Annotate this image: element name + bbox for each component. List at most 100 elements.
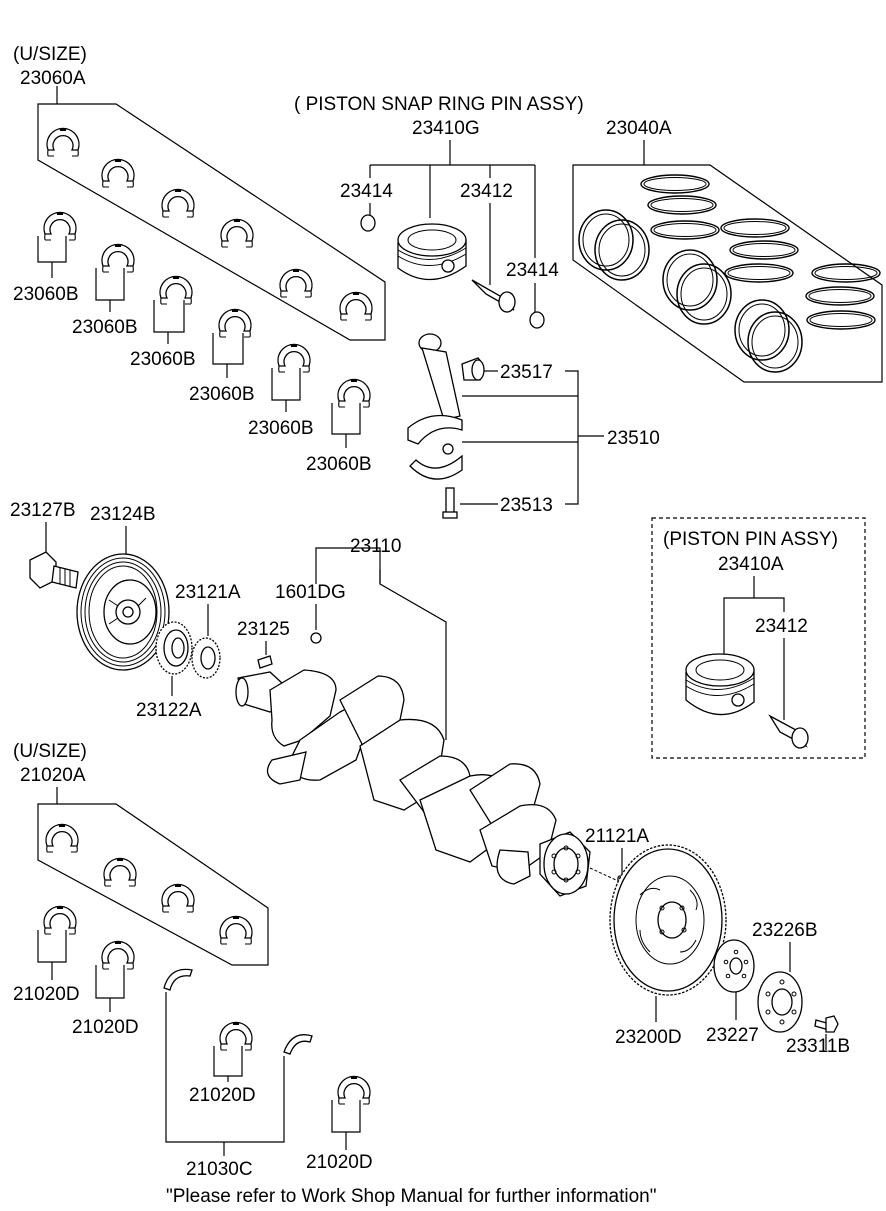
piston-icon <box>397 223 467 281</box>
part-23412-label: 23412 <box>460 181 513 202</box>
bearing-shells-23060B <box>37 211 371 448</box>
part-21020D-label: 21020D <box>72 1017 139 1038</box>
bearing-shell-icon <box>218 308 252 338</box>
piston-assy-leaders <box>369 140 536 312</box>
piston-ring-icon <box>662 249 718 311</box>
part-23060B-label: 23060B <box>130 349 196 370</box>
key-icon <box>257 655 273 669</box>
rod-bearing-icon <box>461 357 485 381</box>
part-1601DG-label: 1601DG <box>275 582 346 603</box>
part-23414-label: 23414 <box>340 181 393 202</box>
bearing-shell-icon <box>159 275 193 305</box>
bearing-shell-icon <box>219 915 253 945</box>
piston-ring-icon <box>734 299 790 361</box>
footer-note: "Please refer to Work Shop Manual for fu… <box>166 1186 656 1207</box>
piston-snap-ring-title: ( PISTON SNAP RING PIN ASSY) <box>294 94 584 115</box>
piston-ring-icon <box>720 218 790 238</box>
flywheel-icon <box>609 844 727 996</box>
part-23060B-label: 23060B <box>72 317 138 338</box>
thrust-washer-icon <box>163 968 313 1055</box>
bearing-shell-icon <box>337 1075 371 1105</box>
bearing-shell-icon <box>101 243 135 273</box>
piston-ring-icon <box>729 240 799 260</box>
piston-pin-icon <box>471 279 516 313</box>
part-23060A-label: 23060A <box>20 68 86 89</box>
piston-ring-icon <box>650 220 720 240</box>
part-21020D-label: 21020D <box>13 984 80 1005</box>
piston-ring-icon <box>594 219 650 281</box>
con-rod-leaders <box>460 370 604 505</box>
bearing-shell-icon <box>45 823 79 853</box>
plug-icon <box>310 632 322 644</box>
part-21121A-label: 21121A <box>585 826 649 847</box>
piston-ring-icon <box>647 195 717 215</box>
piston-pin-icon <box>768 714 809 749</box>
reinforcement-plate-icon <box>757 971 803 1033</box>
bearing-set-21020A <box>37 803 269 966</box>
connecting-rod-icon <box>407 333 463 480</box>
crankshaft-icon <box>235 669 591 897</box>
rod-bolt-icon <box>442 487 458 519</box>
part-23040A-label: 23040A <box>606 118 672 139</box>
bearing-shell-icon <box>337 378 371 408</box>
damper-pulley-icon <box>76 553 170 671</box>
part-23410G-label: 23410G <box>412 118 480 139</box>
part-23517-label: 23517 <box>500 362 553 383</box>
piston-ring-icon <box>747 311 803 373</box>
sprocket-icon <box>155 621 221 679</box>
part-23060B-label: 23060B <box>13 284 79 305</box>
piston-ring-icon <box>806 310 876 330</box>
piston-ring-icon <box>724 263 794 283</box>
part-21020D-label: 21020D <box>306 1152 373 1173</box>
piston-pin-assy-box <box>651 517 866 759</box>
bearing-shell-icon <box>103 857 137 887</box>
snap-ring-icon <box>529 311 545 329</box>
bearing-shell-icon <box>339 291 373 321</box>
part-23414-label: 23414 <box>506 260 559 281</box>
part-23200D-label: 23200D <box>615 1027 682 1048</box>
bearing-shell-icon <box>43 905 77 935</box>
part-23060B-label: 23060B <box>306 454 372 475</box>
piston-pin-assy-title: (PISTON PIN ASSY) <box>663 529 838 550</box>
part-23513-label: 23513 <box>500 495 553 516</box>
bearing-shell-icon <box>101 940 135 970</box>
bearing-shell-icon <box>219 1021 253 1051</box>
bearing-shell-icon <box>43 211 77 241</box>
part-23110-label: 23110 <box>350 536 401 557</box>
crank-bolt-icon <box>29 551 79 589</box>
part-23121A-label: 23121A <box>175 582 241 603</box>
part-23060B-label: 23060B <box>248 418 314 439</box>
snap-ring-icon <box>360 214 376 232</box>
part-21020A-label: 21020A <box>20 765 86 786</box>
bearing-shells-21020D <box>37 905 371 1150</box>
part-23122A-label: 23122A <box>136 700 202 721</box>
bearing-shell-icon <box>277 343 311 373</box>
part-23311B-label: 23311B <box>786 1036 850 1057</box>
bearing-shell-icon <box>279 268 313 298</box>
part-23125-label: 23125 <box>237 619 290 640</box>
part-23226B-label: 23226B <box>752 920 818 941</box>
adapter-plate-icon <box>713 939 755 993</box>
part-23060B-label: 23060B <box>189 384 255 405</box>
bearing-shell-icon <box>161 188 195 218</box>
bearing-shell-icon <box>46 127 80 157</box>
part-23127B-label: 23127B <box>10 500 76 521</box>
part-21020D-label: 21020D <box>189 1085 256 1106</box>
part-23412-label: 23412 <box>755 616 808 637</box>
piston-ring-icon <box>676 263 732 325</box>
part-23227-label: 23227 <box>706 1025 759 1046</box>
piston-icon <box>685 653 755 716</box>
piston-ring-icon <box>640 174 710 194</box>
bearing-shell-icon <box>161 883 195 913</box>
part-21030C-label: 21030C <box>186 1159 253 1180</box>
bearing-shell-icon <box>101 158 135 188</box>
piston-ring-icon <box>805 286 875 306</box>
part-23410A-label: 23410A <box>718 554 784 575</box>
usize-label-top: (U/SIZE) <box>13 44 87 65</box>
piston-ring-icon <box>811 263 881 283</box>
piston-ring-set <box>572 164 883 383</box>
part-23510-label: 23510 <box>607 428 660 449</box>
bearing-set-23060A <box>37 86 386 341</box>
part-23124B-label: 23124B <box>90 504 156 525</box>
